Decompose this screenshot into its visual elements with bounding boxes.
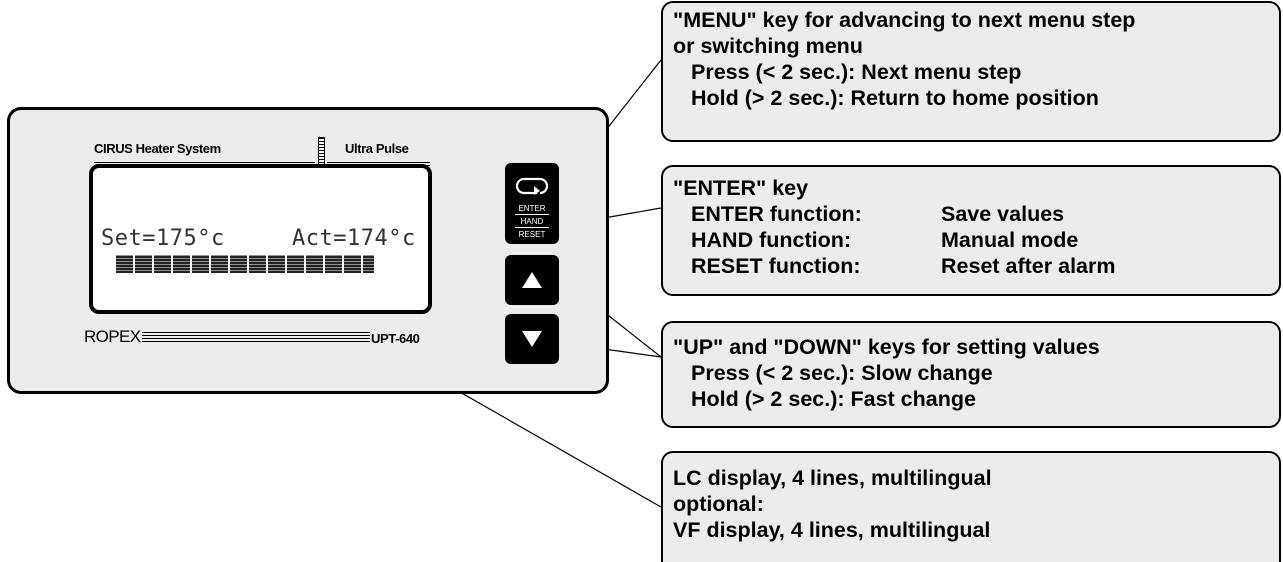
- row-value: Reset after alarm: [941, 254, 1116, 278]
- row-key: ENTER function:: [691, 202, 862, 226]
- lc-display: Set=175°c Act=174°c: [89, 164, 432, 314]
- callout-display-line-2: optional:: [673, 492, 764, 516]
- callout-display-line-1: LC display, 4 lines, multilingual: [673, 466, 992, 490]
- up-triangle-icon: [522, 272, 542, 288]
- enter-label: ENTER: [518, 203, 546, 213]
- callout-menu-title-1: "MENU" key for advancing to next menu st…: [673, 8, 1136, 32]
- lcd-set-value: Set=175°c: [101, 226, 225, 251]
- hand-label: HAND: [520, 216, 544, 226]
- brand-right-label: Ultra Pulse: [345, 141, 409, 156]
- row-value: Manual mode: [941, 228, 1079, 252]
- callout-menu-hold: Hold (> 2 sec.): Return to home position: [691, 86, 1099, 110]
- down-triangle-icon: [522, 331, 542, 347]
- callout-enter-row: HAND function: Manual mode: [673, 227, 1269, 253]
- callout-display: LC display, 4 lines, multilingual option…: [661, 451, 1281, 562]
- callout-enter-row: ENTER function: Save values: [673, 201, 1269, 227]
- lcd-bargraph: [116, 255, 374, 273]
- callout-display-line-3: VF display, 4 lines, multilingual: [673, 518, 991, 542]
- reset-label: RESET: [518, 229, 546, 239]
- callout-menu-title-2: or switching menu: [673, 34, 863, 58]
- enter-hand-reset-button[interactable]: ENTER HAND RESET: [505, 198, 559, 244]
- row-value: Save values: [941, 202, 1065, 226]
- model-label: UPT-640: [371, 331, 420, 346]
- bottom-rule: [142, 332, 370, 344]
- return-arrow-icon: [515, 177, 549, 195]
- callout-updown-title: "UP" and "DOWN" keys for setting values: [673, 335, 1100, 359]
- lcd-actual-value: Act=174°c: [292, 226, 416, 251]
- callout-updown-keys: "UP" and "DOWN" keys for setting values …: [661, 321, 1281, 428]
- callout-updown-hold: Hold (> 2 sec.): Fast change: [691, 387, 976, 411]
- callout-enter-title: "ENTER" key: [673, 176, 809, 200]
- manufacturer-label: ROPEX: [84, 327, 141, 346]
- callout-enter-row: RESET function: Reset after alarm: [673, 253, 1269, 279]
- callout-menu-press: Press (< 2 sec.): Next menu step: [691, 60, 1022, 84]
- up-button[interactable]: [505, 255, 559, 305]
- callout-menu-key: "MENU" key for advancing to next menu st…: [661, 1, 1281, 142]
- row-key: RESET function:: [691, 254, 861, 278]
- down-button[interactable]: [505, 314, 559, 364]
- callout-enter-key: "ENTER" key ENTER function: Save values …: [661, 165, 1281, 296]
- row-key: HAND function:: [691, 228, 852, 252]
- callout-updown-press: Press (< 2 sec.): Slow change: [691, 361, 993, 385]
- brand-left-label: CIRUS Heater System: [94, 141, 221, 156]
